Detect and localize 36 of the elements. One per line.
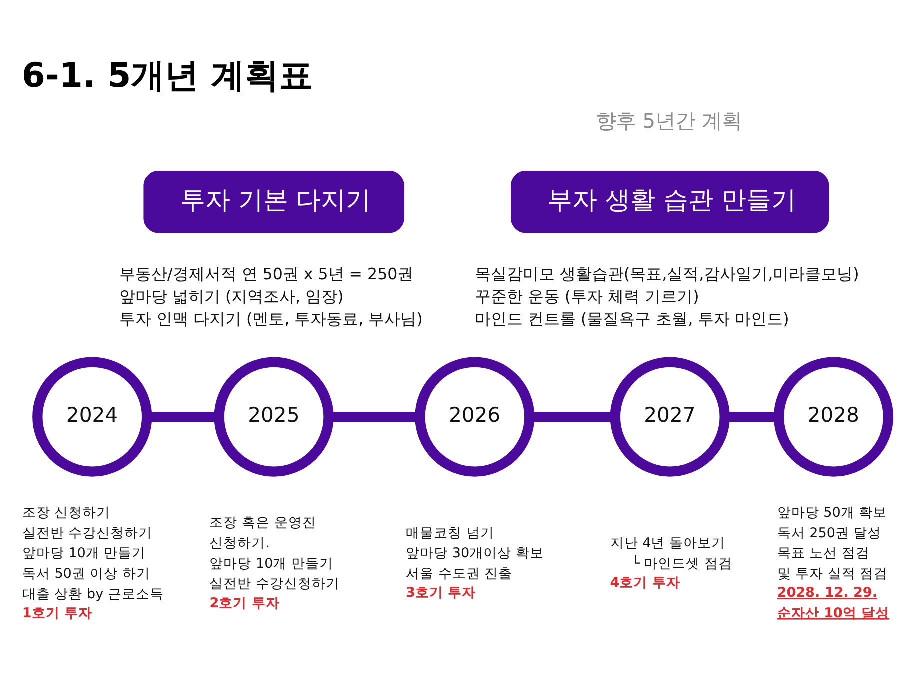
node-label: 조장 신청하기 bbox=[22, 505, 111, 522]
node-label: 3호기 투자 bbox=[406, 585, 476, 602]
node-label: 부동산/경제서적 연 50권 x 5년 = 250권 bbox=[119, 264, 414, 284]
node-circle: 2026 bbox=[415, 357, 535, 477]
node-circle: 2025 bbox=[214, 357, 334, 477]
node-label: 서울 수도권 진출 bbox=[406, 566, 513, 582]
node-label: 매물코칭 넘기 bbox=[406, 525, 494, 542]
node-label: 1호기 투자 bbox=[22, 605, 93, 622]
label: 향후 5년간 계획 bbox=[596, 109, 742, 134]
node-box: 부자 생활 습관 만들기 bbox=[511, 171, 830, 234]
node-label: 투자 인맥 다지기 (멘토, 투자동료, 부사님) bbox=[119, 310, 423, 329]
node-label: 2호기 투자 bbox=[210, 595, 280, 612]
node-label: 앞마당 50개 확보 bbox=[777, 505, 888, 522]
node-circle: 2028 bbox=[774, 357, 894, 477]
node-label: 꾸준한 운동 (투자 체력 기르기) bbox=[474, 287, 700, 306]
node-label: 앞마당 10개 만들기 bbox=[210, 556, 334, 572]
node-label: 2028. 12. 29. 순자산 10억 달성 bbox=[777, 585, 890, 622]
node-label: 실전반 수강신청하기 bbox=[210, 576, 340, 592]
node-label: 4호기 투자 bbox=[610, 574, 680, 591]
diagram-title: 6-1. 5개년 계획표 bbox=[22, 56, 313, 95]
node-box: 투자 기본 다지기 bbox=[144, 171, 404, 234]
node-label: 독서 50권 이상 하기 bbox=[22, 566, 151, 582]
node-label: 목표 노선 점검 및 투자 실적 점검 bbox=[777, 546, 888, 582]
node-circle: 2024 bbox=[32, 357, 152, 477]
node-label: 독서 250권 달성 bbox=[777, 525, 882, 542]
node-label: 앞마당 10개 만들기 bbox=[22, 546, 146, 562]
node-label: 대출 상환 by 근로소득 bbox=[22, 586, 164, 602]
node-label: └ 마인드셋 점검 bbox=[632, 556, 732, 572]
node-label: 앞마당 30개이상 확보 bbox=[406, 546, 544, 562]
node-circle: 2027 bbox=[610, 357, 730, 477]
node-label: 지난 4년 돌아보기 bbox=[610, 535, 726, 552]
node-label: 마인드 컨트롤 (물질욕구 초월, 투자 마인드) bbox=[474, 310, 790, 329]
node-label: 실전반 수강신청하기 bbox=[22, 525, 153, 542]
node-label: 조장 혹은 운영진 신청하기. bbox=[210, 515, 316, 552]
node-label: 목실감미모 생활습관(목표,실적,감사일기,미라클모닝) bbox=[474, 264, 860, 284]
node-label: 앞마당 넓히기 (지역조사, 임장) bbox=[119, 287, 344, 306]
